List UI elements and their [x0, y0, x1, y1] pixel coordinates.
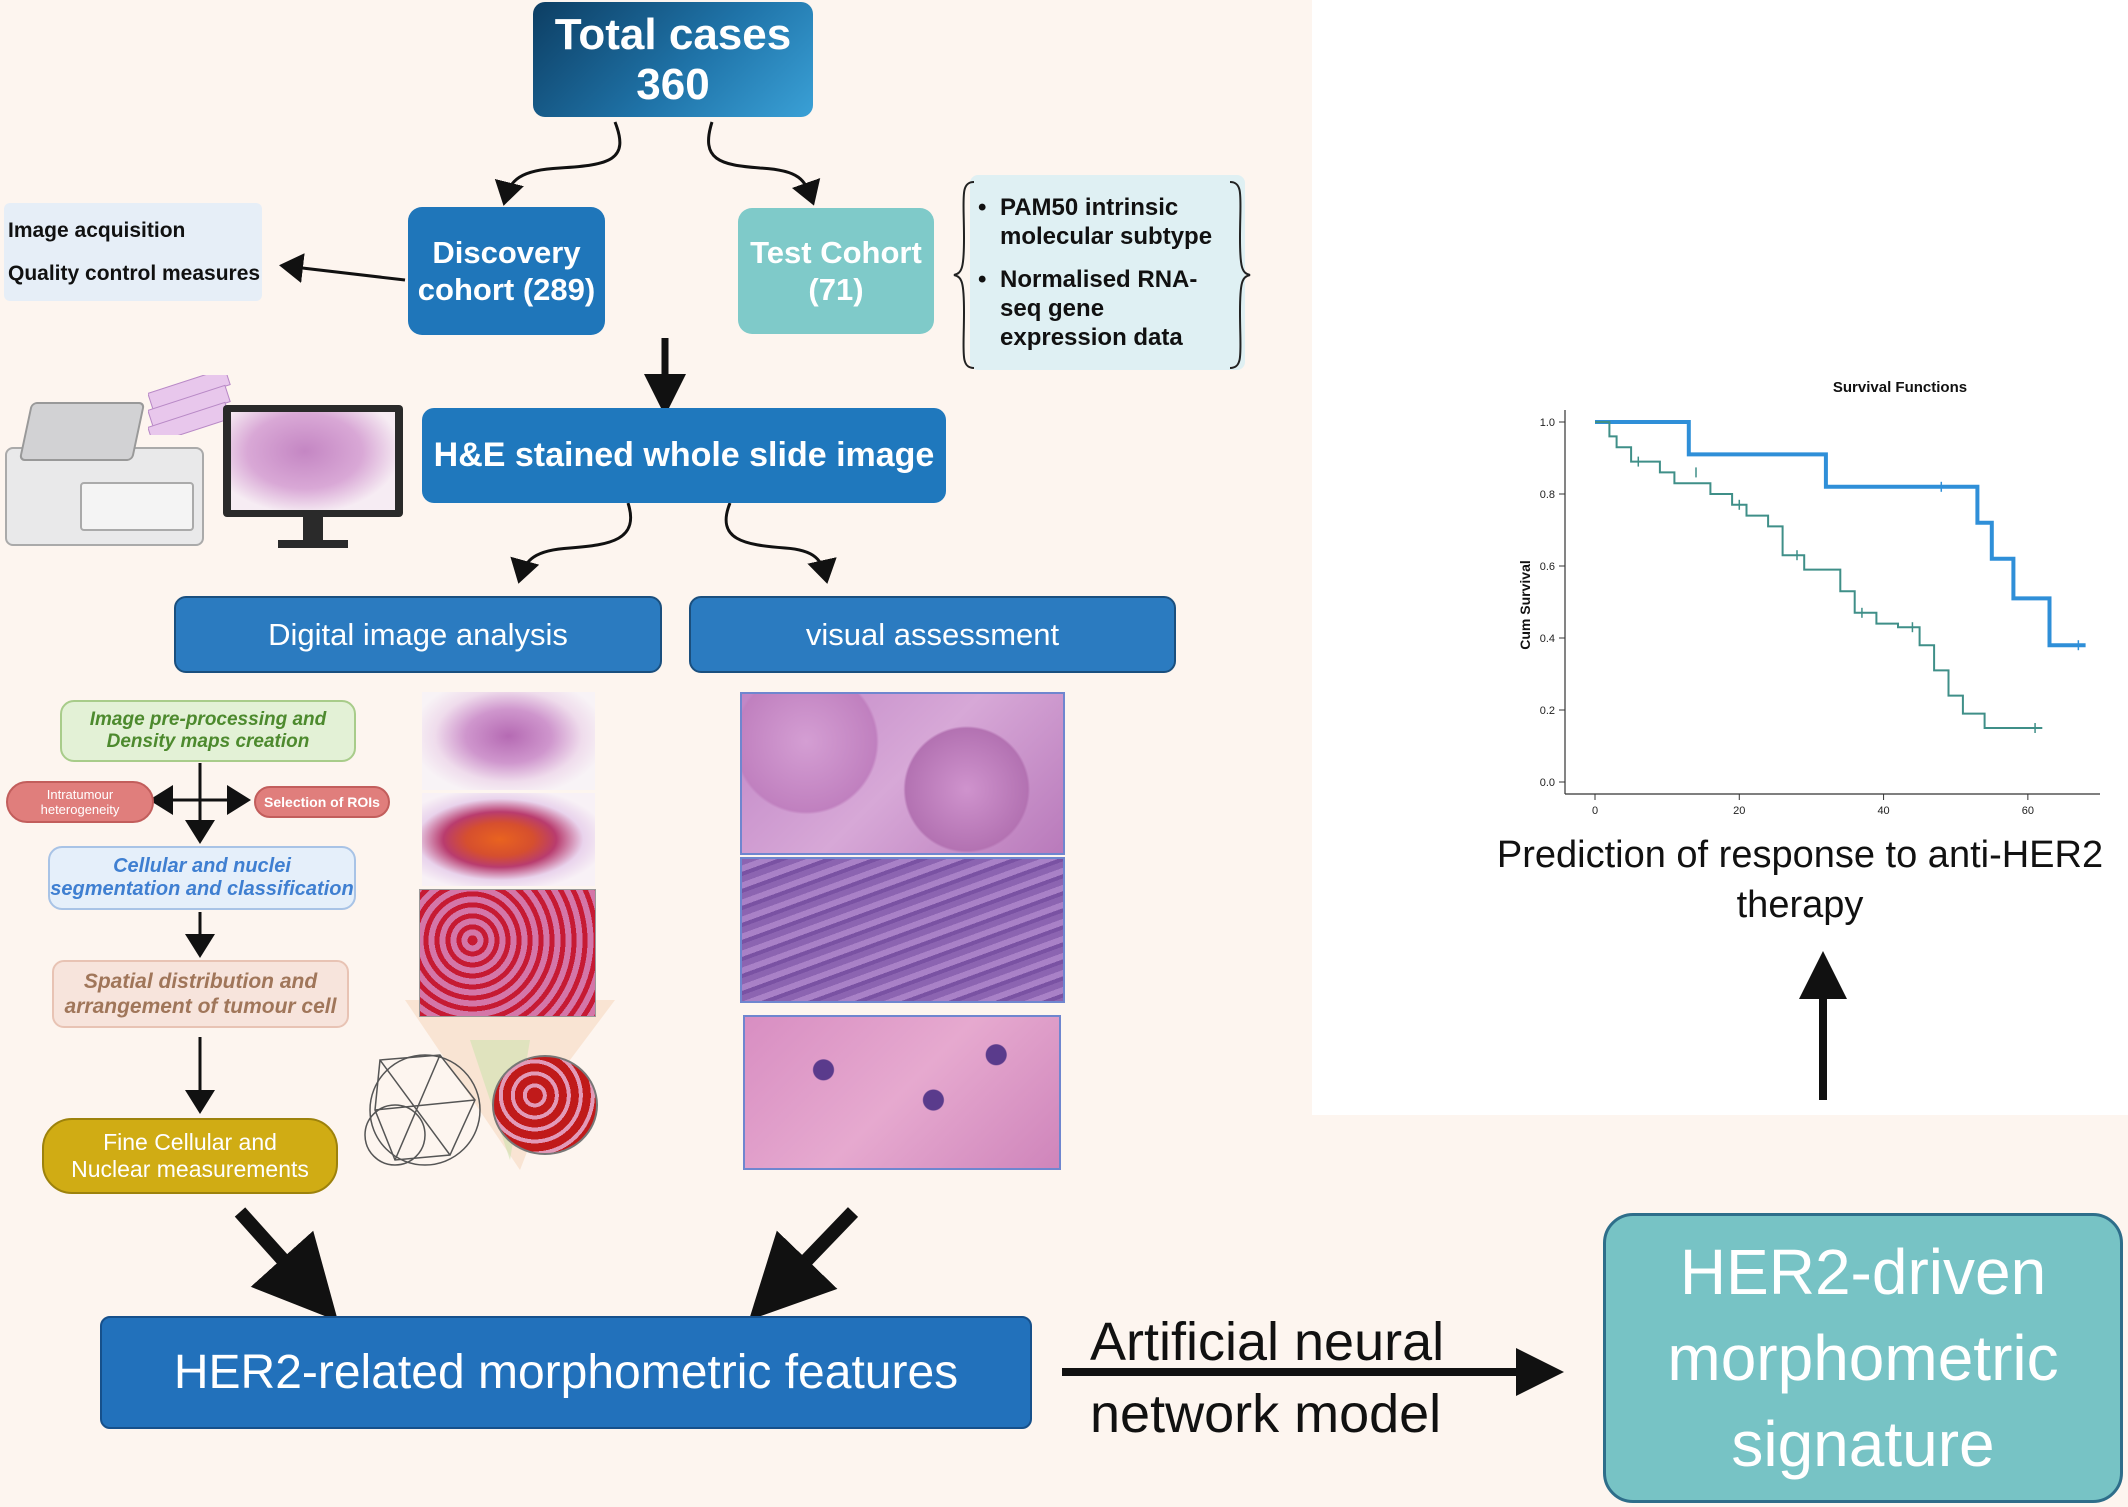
ann-label: Artificial neural network model: [1090, 1306, 1490, 1450]
x-tick-label: 20: [1733, 805, 1745, 817]
bullet-icon: •: [978, 266, 987, 293]
intratumour-heterogeneity-step: Intratumour heterogeneity: [6, 781, 154, 823]
test-cohort-box: Test Cohort (71): [738, 208, 934, 334]
test-data-item-rna-c: expression data: [1000, 324, 1183, 351]
preprocessing-step-a: Image pre-processing and: [89, 709, 327, 730]
magnified-cells-circle: [492, 1055, 598, 1155]
test-data-item-rna-a: Normalised RNA-: [1000, 266, 1198, 293]
discovery-cohort-line1: Discovery: [432, 235, 581, 270]
segmentation-step-a: Cellular and nuclei: [113, 855, 291, 877]
chart-title: Survival Functions: [1833, 379, 1967, 396]
histology-image-3: [743, 1015, 1061, 1170]
her2-signature-box: HER2-driven morphometric signature: [1603, 1213, 2123, 1503]
wsi-label: H&E stained whole slide image: [433, 436, 935, 474]
visual-assessment-box: visual assessment: [689, 596, 1176, 673]
discovery-cohort-line2: cohort (289): [417, 272, 596, 307]
fine-step-b: Nuclear measurements: [71, 1156, 309, 1182]
histology-image-2: [740, 857, 1065, 1003]
y-tick-label: 0.8: [1540, 489, 1555, 501]
roi-selection-label: Selection of ROIs: [264, 794, 380, 810]
bullet-icon: •: [978, 194, 987, 221]
spatial-step-b: arrangement of tumour cell: [64, 995, 337, 1018]
y-tick-label: 0.6: [1540, 561, 1555, 573]
morphometric-features-box: HER2-related morphometric features: [100, 1316, 1032, 1429]
roi-selection-step: Selection of ROIs: [254, 786, 390, 818]
survival-curve-1: [1595, 420, 2086, 648]
fine-step-a: Fine Cellular and: [103, 1129, 277, 1155]
fine-measurements-step: Fine Cellular and Nuclear measurements: [42, 1118, 338, 1194]
morphometric-features-label: HER2-related morphometric features: [173, 1346, 959, 1399]
preprocessing-step: Image pre-processing and Density maps cr…: [60, 700, 356, 762]
segmentation-step: Cellular and nuclei segmentation and cla…: [48, 846, 356, 910]
scanner-illustration: [0, 392, 205, 547]
monitor-icon: [223, 405, 403, 555]
test-cohort-line1: Test Cohort: [750, 235, 922, 270]
test-data-item-pam50-b: molecular subtype: [1000, 223, 1213, 250]
prediction-line1: Prediction of response to anti-HER2: [1496, 834, 2104, 876]
y-tick-label: 0.4: [1540, 633, 1555, 645]
discovery-cohort-box: Discovery cohort (289): [408, 207, 605, 335]
qc-item-acquisition: Image acquisition: [8, 218, 186, 242]
test-data-item-pam50: • PAM50 intrinsic molecular subtype: [978, 193, 1213, 251]
qc-item-quality: Quality control measures: [8, 261, 261, 285]
survival-chart: Survival Functions Cum Survival 0.00.20.…: [1517, 379, 2100, 817]
chart-series: [1595, 420, 2086, 733]
total-cases-count: 360: [636, 59, 710, 109]
intratumour-step-b: heterogeneity: [40, 802, 120, 817]
y-tick-label: 0.2: [1540, 705, 1555, 717]
digital-analysis-label: Digital image analysis: [268, 616, 568, 652]
intratumour-step-a: Intratumour: [46, 787, 114, 802]
slide-thumbnail-density: [422, 793, 595, 886]
ann-label-line1: Artificial neural: [1090, 1312, 1445, 1372]
brace-icons: [953, 181, 1251, 369]
total-cases-title: Total cases: [554, 9, 792, 59]
x-tick-label: 60: [2022, 805, 2034, 817]
spatial-step-a: Spatial distribution and: [83, 970, 318, 993]
test-data-list: • PAM50 intrinsic molecular subtype • No…: [970, 175, 1245, 370]
visual-assessment-label: visual assessment: [805, 616, 1060, 652]
survival-curve-2: [1595, 421, 2043, 729]
preprocessing-step-b: Density maps creation: [106, 731, 310, 752]
total-cases-box: Total cases 360: [533, 2, 813, 117]
qc-list: Image acquisition Quality control measur…: [4, 203, 262, 301]
x-tick-label: 0: [1592, 805, 1598, 817]
test-data-item-rna: • Normalised RNA- seq gene expression da…: [978, 265, 1198, 352]
segmentation-step-b: segmentation and classification: [50, 878, 354, 900]
test-cohort-line2: (71): [808, 272, 864, 307]
signature-line1: HER2-driven: [1679, 1236, 2047, 1308]
signature-line2: morphometric: [1667, 1322, 2059, 1394]
spatial-distribution-step: Spatial distribution and arrangement of …: [52, 960, 349, 1028]
digital-analysis-box: Digital image analysis: [174, 596, 662, 673]
x-tick-label: 40: [1877, 805, 1889, 817]
glass-slides-icon: [148, 375, 233, 435]
histology-image-1: [740, 692, 1065, 855]
wsi-box: H&E stained whole slide image: [422, 408, 946, 503]
test-data-item-rna-b: seq gene: [1000, 295, 1105, 322]
y-axis-label: Cum Survival: [1517, 560, 1533, 649]
slide-thumbnail-he: [422, 692, 595, 790]
prediction-label: Prediction of response to anti-HER2 ther…: [1460, 830, 2128, 930]
y-tick-label: 1.0: [1540, 417, 1555, 429]
signature-line3: signature: [1731, 1408, 1995, 1480]
ann-label-line2: network model: [1090, 1384, 1442, 1444]
y-tick-label: 0.0: [1540, 777, 1555, 789]
slide-thumbnail-segmentation: [419, 889, 596, 1017]
prediction-line2: therapy: [1736, 884, 1864, 926]
chart-axes: 0.0 0.2 0.4 0.6 0.8 1.0 0 20 40 60: [1540, 410, 2100, 817]
test-data-item-pam50-a: PAM50 intrinsic: [1000, 194, 1179, 221]
